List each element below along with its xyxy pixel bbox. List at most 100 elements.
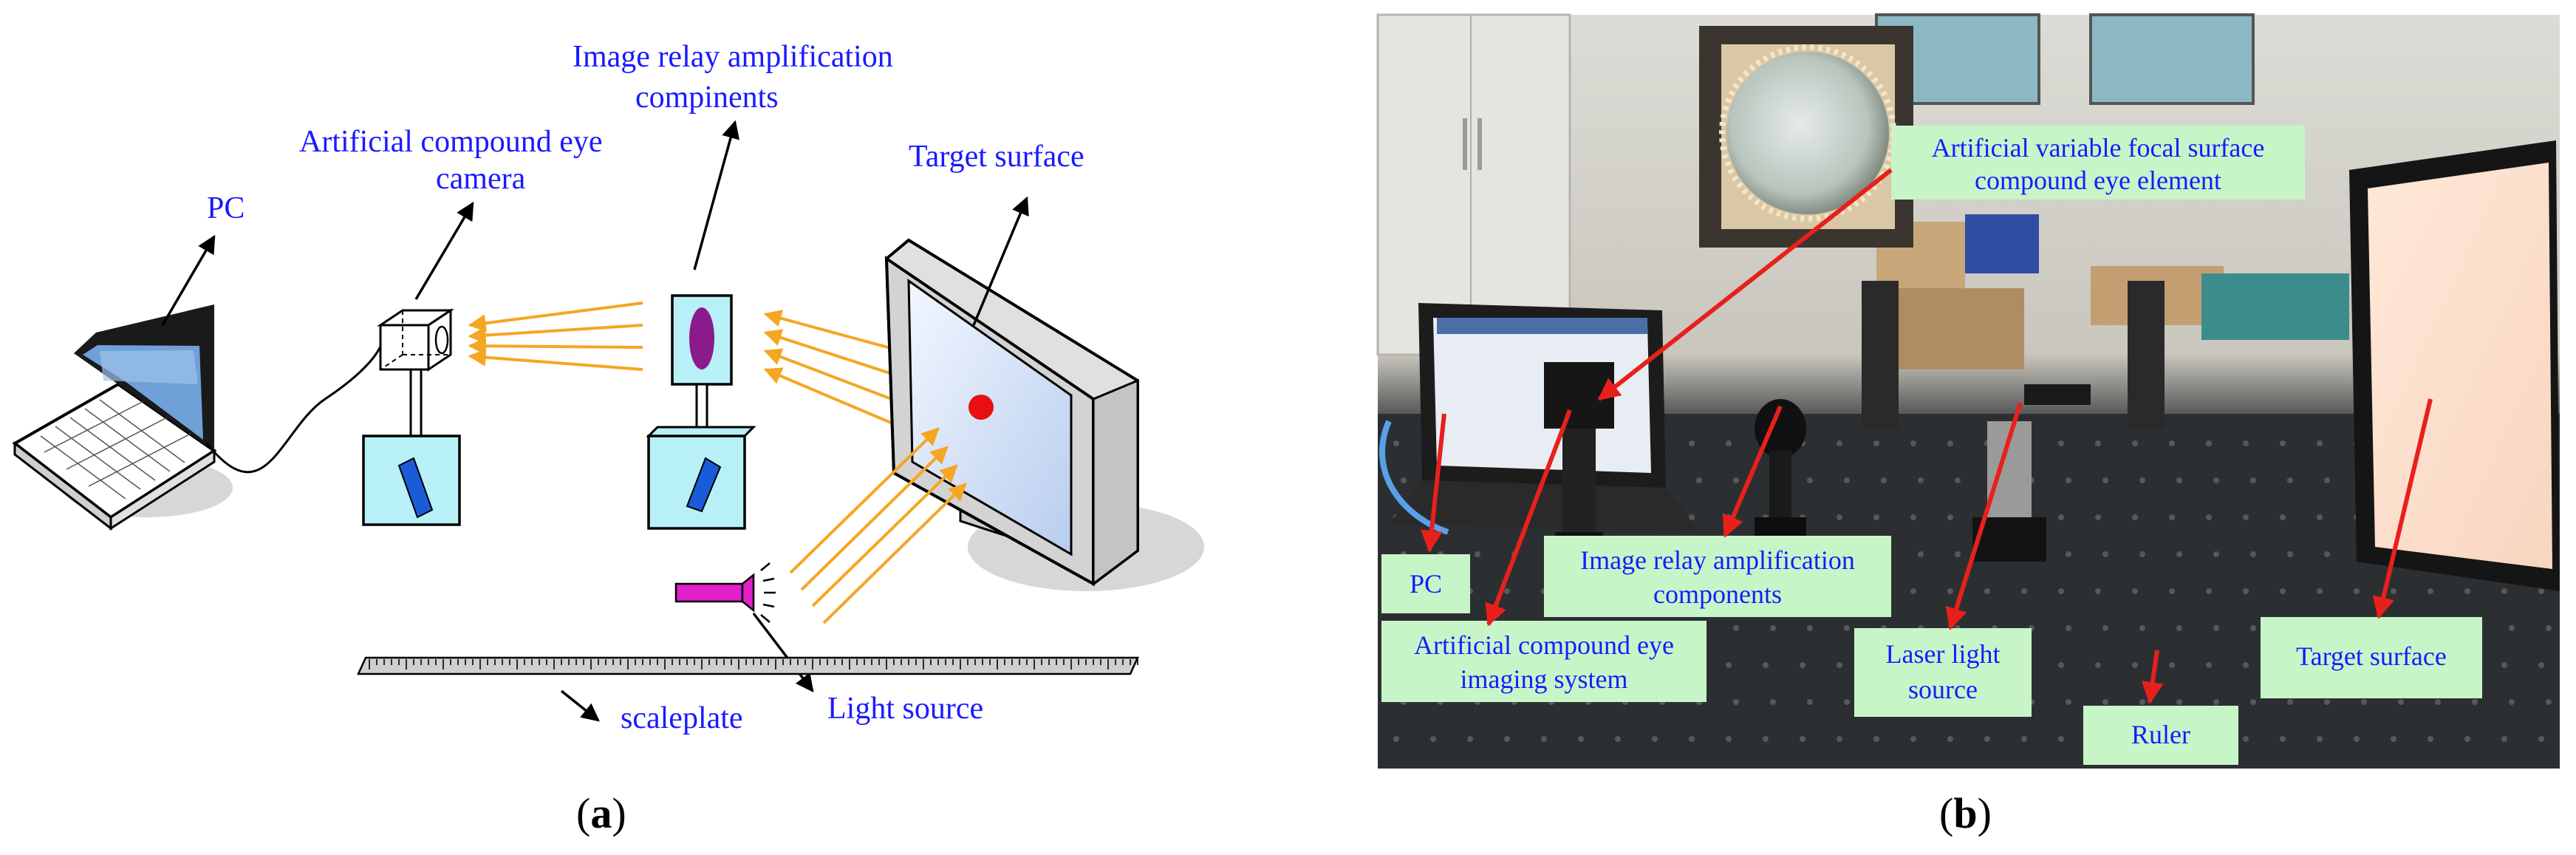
label-target: Target surface xyxy=(2261,617,2482,698)
table-hole xyxy=(2132,662,2138,668)
table-hole xyxy=(1430,736,1436,742)
label-ruler: Ruler xyxy=(2083,706,2238,765)
camera-label-line1: Artificial compound eye xyxy=(299,125,603,159)
table-hole xyxy=(2287,551,2293,557)
pc-label: PC xyxy=(207,191,245,225)
table-hole xyxy=(2102,625,2108,631)
table-hole xyxy=(2058,736,2064,742)
table-hole xyxy=(2132,514,2138,520)
table-hole xyxy=(2280,440,2286,446)
table-hole xyxy=(2169,514,2175,520)
table-hole xyxy=(2243,736,2249,742)
table-hole xyxy=(1504,736,1510,742)
table-hole xyxy=(2095,662,2101,668)
table-hole xyxy=(2132,440,2138,446)
imaging-system-photo xyxy=(1544,362,1614,554)
table-hole xyxy=(2538,736,2544,742)
target-monitor-illustration xyxy=(884,238,1204,591)
table-hole xyxy=(1763,662,1769,668)
table-hole xyxy=(2213,551,2219,557)
table-hole xyxy=(2546,625,2552,631)
target-monitor-photo xyxy=(2349,140,2560,591)
relay-photo-label-line2: components xyxy=(1653,579,1782,609)
table-hole xyxy=(2435,699,2441,705)
table-hole xyxy=(2428,736,2433,742)
relay-label-line2: compinents xyxy=(635,81,779,115)
table-hole xyxy=(1873,736,1879,742)
table-hole xyxy=(1733,625,1739,631)
panel-a-caption-open: ( xyxy=(576,789,590,837)
table-hole xyxy=(1910,440,1916,446)
table-hole xyxy=(2066,551,2071,557)
table-hole xyxy=(1910,514,1916,520)
table-hole xyxy=(2066,699,2071,705)
table-hole xyxy=(1844,699,1850,705)
laser-label-line2: source xyxy=(1908,675,1978,704)
table-hole xyxy=(1733,699,1739,705)
table-hole xyxy=(2058,588,2064,594)
table-hole xyxy=(2250,551,2256,557)
ruler-label: Ruler xyxy=(2131,720,2190,749)
table-hole xyxy=(2206,514,2212,520)
table-hole xyxy=(2095,440,2101,446)
pc-photo-label: PC xyxy=(1410,569,1442,599)
imaging-label-line1: Artificial compound eye xyxy=(1414,630,1674,660)
table-hole xyxy=(2058,662,2064,668)
table-hole xyxy=(2169,440,2175,446)
compound-eye-element-photo xyxy=(1699,26,1913,248)
table-hole xyxy=(2206,588,2212,594)
table-hole xyxy=(1696,477,1702,483)
table-hole xyxy=(1541,736,1547,742)
table-hole xyxy=(1910,736,1916,742)
table-hole xyxy=(2250,477,2256,483)
target-photo-label: Target surface xyxy=(2296,641,2447,671)
table-hole xyxy=(2509,699,2515,705)
table-hole xyxy=(2206,662,2212,668)
table-hole xyxy=(1770,699,1776,705)
table-hole xyxy=(2250,625,2256,631)
table-hole xyxy=(1947,588,1953,594)
table-hole xyxy=(2398,699,2404,705)
table-hole xyxy=(2243,514,2249,520)
table-hole xyxy=(2176,551,2182,557)
scaleplate-label: scaleplate xyxy=(621,701,743,735)
table-hole xyxy=(2317,588,2323,594)
relay-photo-label-line1: Image relay amplification xyxy=(1580,545,1855,575)
label-imaging-system: Artificial compound eye imaging system xyxy=(1381,621,1706,702)
light-rays-to-target xyxy=(789,427,967,624)
panel-b-caption: (b) xyxy=(1939,789,1992,837)
table-hole xyxy=(1837,440,1842,446)
table-hole xyxy=(2280,514,2286,520)
table-hole xyxy=(1807,477,1813,483)
table-hole xyxy=(2287,477,2293,483)
table-hole xyxy=(1873,440,1879,446)
table-hole xyxy=(1881,477,1887,483)
table-hole xyxy=(2243,662,2249,668)
table-hole xyxy=(2206,440,2212,446)
table-hole xyxy=(1955,477,1961,483)
label-pc: PC xyxy=(1381,554,1470,613)
table-hole xyxy=(1475,551,1480,557)
table-hole xyxy=(2139,477,2145,483)
relay-label-line1: Image relay amplification xyxy=(573,40,893,74)
table-hole xyxy=(2354,736,2360,742)
laptop-illustration xyxy=(12,304,233,531)
panel-a-caption: (a) xyxy=(576,789,626,837)
table-hole xyxy=(2361,699,2367,705)
table-hole xyxy=(2464,736,2470,742)
label-compound-eye-element: Artificial variable focal surface compou… xyxy=(1891,126,2305,200)
table-hole xyxy=(1726,440,1732,446)
table-hole xyxy=(2324,551,2330,557)
panel-a-schematic: PC Artificial compound eye camera xyxy=(12,40,1204,837)
table-hole xyxy=(1984,588,1990,594)
label-relay: Image relay amplification components xyxy=(1544,536,1891,617)
table-hole xyxy=(2139,551,2145,557)
laptop-photo xyxy=(1379,303,1699,535)
table-hole xyxy=(2501,662,2507,668)
table-hole xyxy=(1918,551,1924,557)
table-hole xyxy=(2066,625,2071,631)
table-hole xyxy=(2354,588,2360,594)
table-hole xyxy=(2176,625,2182,631)
table-hole xyxy=(2546,699,2552,705)
table-hole xyxy=(2139,699,2145,705)
